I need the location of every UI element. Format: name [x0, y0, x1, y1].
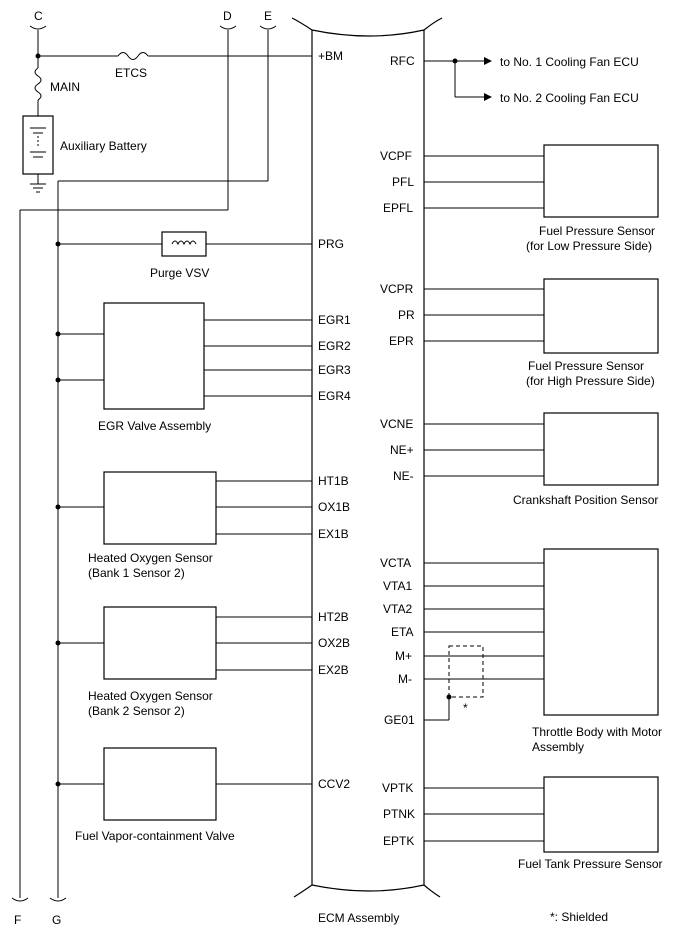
bm-pin: +BM — [318, 49, 343, 63]
m-minus-pin: M- — [398, 672, 412, 686]
eta-pin: ETA — [391, 625, 413, 639]
ho2s-bank1-label-2: (Bank 1 Sensor 2) — [88, 566, 185, 580]
epr-pin: EPR — [389, 334, 414, 348]
connector-d-label: D — [223, 9, 232, 23]
crankshaft-position-sensor: VCNE NE+ NE- Crankshaft Position Sensor — [380, 412, 659, 507]
etcs-fuse-label: ETCS — [115, 66, 147, 80]
shield-mark: * — [463, 701, 468, 715]
bm-line: ETCS +BM — [35, 49, 343, 80]
main-fuse: MAIN — [34, 67, 80, 116]
m-plus-pin: M+ — [395, 649, 412, 663]
fan2-target: to No. 2 Cooling Fan ECU — [500, 91, 639, 105]
vcpr-pin: VCPR — [380, 282, 414, 296]
throttle-body-motor-assembly: * VCTA VTA1 VTA2 ETA M+ M- GE01 Throttle… — [380, 548, 662, 754]
fuel-tank-pressure-sensor: VPTK PTNK EPTK Fuel Tank Pressure Sensor — [382, 776, 663, 871]
throttle-label-2: Assembly — [532, 740, 584, 754]
fan1-target: to No. 1 Cooling Fan ECU — [500, 55, 639, 69]
connector-c-label: C — [34, 9, 43, 23]
fps-high-label-1: Fuel Pressure Sensor — [528, 359, 644, 373]
fuel-pressure-sensor-low: VCPF PFL EPFL Fuel Pressure Sensor (for … — [380, 144, 659, 253]
throttle-label-1: Throttle Body with Motor — [532, 725, 662, 739]
epfl-pin: EPFL — [383, 201, 413, 215]
egr-valve-label: EGR Valve Assembly — [98, 419, 211, 433]
fps-low-label-1: Fuel Pressure Sensor — [539, 224, 655, 238]
fps-high-label-2: (for High Pressure Side) — [526, 374, 655, 388]
shield-legend: *: Shielded — [550, 910, 608, 924]
egr3-pin: EGR3 — [318, 363, 351, 377]
fuel-pressure-sensor-high: VCPR PR EPR Fuel Pressure Sensor (for Hi… — [380, 278, 659, 388]
fuel-vapor-containment-valve: Fuel Vapor-containment Valve CCV2 — [55, 747, 350, 843]
ox1b-pin: OX1B — [318, 500, 350, 514]
connector-e-label: E — [264, 9, 272, 23]
ecm-label: ECM Assembly — [318, 911, 399, 925]
prg-pin: PRG — [318, 237, 344, 251]
fuel-tank-sensor-label: Fuel Tank Pressure Sensor — [518, 857, 663, 871]
ht1b-pin: HT1B — [318, 474, 349, 488]
ptnk-pin: PTNK — [383, 807, 415, 821]
bus-f: F — [11, 209, 228, 927]
crank-sensor-label: Crankshaft Position Sensor — [513, 493, 658, 507]
purge-vsv-label: Purge VSV — [150, 266, 209, 280]
ox2b-pin: OX2B — [318, 636, 350, 650]
vptk-pin: VPTK — [382, 781, 413, 795]
auxiliary-battery: Auxiliary Battery — [22, 115, 147, 193]
bus-g: G — [49, 180, 268, 927]
ne-plus-pin: NE+ — [390, 443, 414, 457]
ho2s-bank1-sensor2: Heated Oxygen Sensor (Bank 1 Sensor 2) H… — [55, 471, 350, 580]
main-fuse-label: MAIN — [50, 80, 80, 94]
rfc-cooling-fan: RFC to No. 1 Cooling Fan ECU to No. 2 Co… — [390, 54, 639, 105]
egr4-pin: EGR4 — [318, 389, 351, 403]
ho2s-bank2-label-2: (Bank 2 Sensor 2) — [88, 704, 185, 718]
pfl-pin: PFL — [392, 175, 414, 189]
connector-e: E — [259, 9, 277, 181]
egr-valve-assembly: EGR Valve Assembly EGR1 EGR2 EGR3 EGR4 — [55, 302, 351, 433]
purge-vsv: Purge VSV PRG — [55, 231, 344, 280]
ecm-body — [291, 17, 443, 898]
vcpf-pin: VCPF — [380, 149, 412, 163]
ge01-pin: GE01 — [384, 713, 415, 727]
vcta-pin: VCTA — [380, 556, 411, 570]
ho2s-bank2-label-1: Heated Oxygen Sensor — [88, 689, 213, 703]
vta1-pin: VTA1 — [383, 579, 412, 593]
auxiliary-battery-label: Auxiliary Battery — [60, 139, 147, 153]
ex2b-pin: EX2B — [318, 663, 349, 677]
fps-low-label-2: (for Low Pressure Side) — [526, 239, 652, 253]
ht2b-pin: HT2B — [318, 610, 349, 624]
vta2-pin: VTA2 — [383, 602, 412, 616]
vcne-pin: VCNE — [380, 417, 413, 431]
egr1-pin: EGR1 — [318, 313, 351, 327]
ccv2-pin: CCV2 — [318, 777, 350, 791]
ex1b-pin: EX1B — [318, 527, 349, 541]
eptk-pin: EPTK — [383, 834, 414, 848]
shield-box — [448, 645, 484, 698]
pr-pin: PR — [398, 308, 415, 322]
connector-d: D — [219, 9, 237, 210]
connector-g-label: G — [52, 913, 61, 927]
connector-c: C — [29, 9, 47, 68]
ne-minus-pin: NE- — [393, 469, 414, 483]
rfc-pin: RFC — [390, 54, 415, 68]
ho2s-bank2-sensor2: Heated Oxygen Sensor (Bank 2 Sensor 2) H… — [55, 606, 350, 718]
connector-f-label: F — [14, 913, 21, 927]
egr2-pin: EGR2 — [318, 339, 351, 353]
fuel-vapor-valve-label: Fuel Vapor-containment Valve — [75, 829, 235, 843]
ho2s-bank1-label-1: Heated Oxygen Sensor — [88, 551, 213, 565]
